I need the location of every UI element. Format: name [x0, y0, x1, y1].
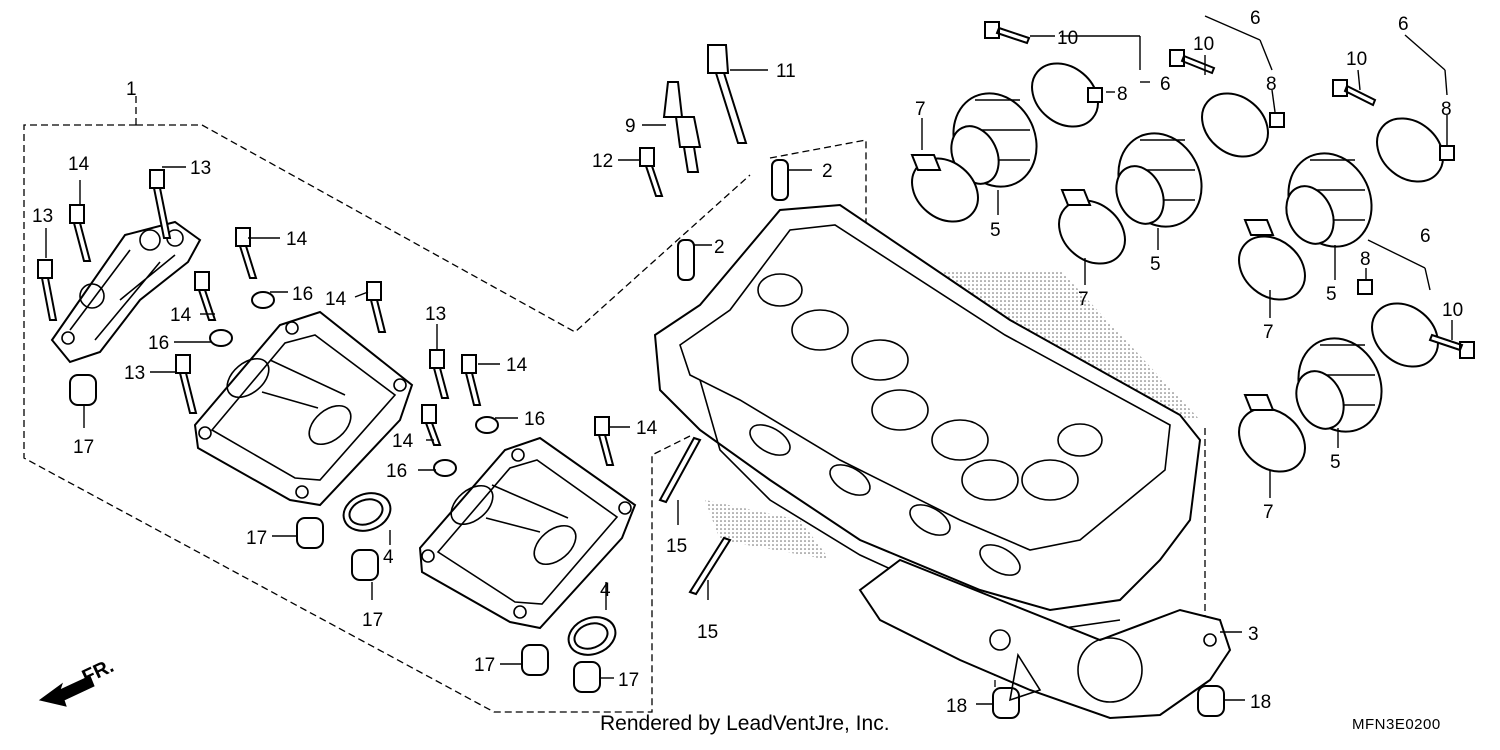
callout-6: 6: [1160, 74, 1171, 95]
forward-direction-indicator: FR.: [38, 655, 117, 707]
callout-8: 8: [1441, 99, 1452, 120]
callout-5: 5: [1330, 452, 1341, 473]
callout-10: 10: [1346, 49, 1367, 70]
cam-cover-right: [418, 436, 637, 630]
leader-lines: [45, 15, 1453, 705]
callout-7: 7: [1263, 502, 1274, 523]
callout-14: 14: [636, 418, 658, 439]
callout-4: 4: [383, 547, 394, 568]
callout-13: 13: [32, 206, 53, 227]
callout-7: 7: [915, 99, 926, 120]
callout-11: 11: [776, 61, 796, 82]
credit-text: Rendered by LeadVentJre, Inc.: [600, 712, 890, 735]
cylinder-head-bores: [757, 273, 1103, 501]
callout-5: 5: [1150, 254, 1161, 275]
callout-14: 14: [68, 154, 90, 175]
plug-hole-seals: [342, 492, 617, 656]
callout-14: 14: [392, 431, 414, 452]
callout-7: 7: [1078, 289, 1089, 310]
clamp-screws-and-nuts: [984, 21, 1475, 359]
callout-10: 10: [1057, 28, 1078, 49]
insulator-4: [1295, 337, 1383, 433]
spark-plug: [662, 81, 702, 173]
hose-clamps: [910, 62, 1444, 473]
breather-cover: [50, 220, 202, 364]
callout-6: 6: [1398, 14, 1409, 35]
callout-15: 15: [666, 536, 687, 557]
callout-6: 6: [1250, 8, 1261, 29]
callout-5: 5: [1326, 284, 1337, 305]
group-outline-cylinder-head-covers: [23, 96, 751, 713]
short-bolt: [639, 147, 664, 197]
callout-4: 4: [600, 580, 611, 601]
callout-18: 18: [946, 696, 967, 717]
callout-17: 17: [73, 437, 94, 458]
cylinder-head-studs: [658, 436, 732, 596]
callout-7: 7: [1263, 322, 1274, 343]
callout-17: 17: [362, 610, 383, 631]
callout-1: 1: [126, 79, 137, 100]
insulator-2: [1115, 132, 1203, 228]
callout-9: 9: [625, 116, 636, 137]
callout-2: 2: [822, 161, 833, 182]
cylinder-head: [653, 203, 1202, 631]
insulator-3: [1285, 152, 1373, 248]
callout-numbers: 1 2 2 3 4 4 5 5 5 5 6 6 6 6 7 7 7 7 8 8 …: [32, 8, 1463, 717]
callout-5: 5: [990, 220, 1001, 241]
callout-6: 6: [1420, 226, 1431, 247]
callout-17: 17: [474, 655, 495, 676]
long-bolt: [707, 44, 748, 144]
callout-16: 16: [292, 284, 313, 305]
cover-bolts: [37, 169, 615, 466]
callout-13: 13: [190, 158, 211, 179]
dowel-pins: [69, 374, 1225, 719]
callout-16: 16: [386, 461, 407, 482]
callout-10: 10: [1442, 300, 1463, 321]
callout-14: 14: [286, 229, 308, 250]
callout-15: 15: [697, 622, 718, 643]
callout-12: 12: [592, 151, 613, 172]
callout-14: 14: [325, 289, 347, 310]
callout-14: 14: [170, 305, 192, 326]
insulators: [950, 92, 1383, 433]
callout-17: 17: [618, 670, 639, 691]
head-gasket: [858, 558, 1232, 720]
rubber-washers: [209, 291, 499, 477]
cylinder-head-ports: [749, 424, 1021, 576]
arrow-left-icon: [38, 675, 95, 707]
callout-14: 14: [506, 355, 528, 376]
callout-2: 2: [714, 237, 725, 258]
callout-16: 16: [524, 409, 545, 430]
callout-8: 8: [1266, 74, 1277, 95]
callout-18: 18: [1250, 692, 1271, 713]
callout-10: 10: [1193, 34, 1214, 55]
callout-16: 16: [148, 333, 169, 354]
callout-17: 17: [246, 528, 267, 549]
callout-13: 13: [124, 363, 145, 384]
diagram-code: MFN3E0200: [1352, 716, 1441, 733]
callout-8: 8: [1117, 84, 1128, 105]
head-dowels: [677, 159, 789, 281]
cam-cover-left: [193, 310, 414, 507]
callout-8: 8: [1360, 249, 1371, 270]
callout-3: 3: [1248, 624, 1259, 645]
callout-13: 13: [425, 304, 446, 325]
